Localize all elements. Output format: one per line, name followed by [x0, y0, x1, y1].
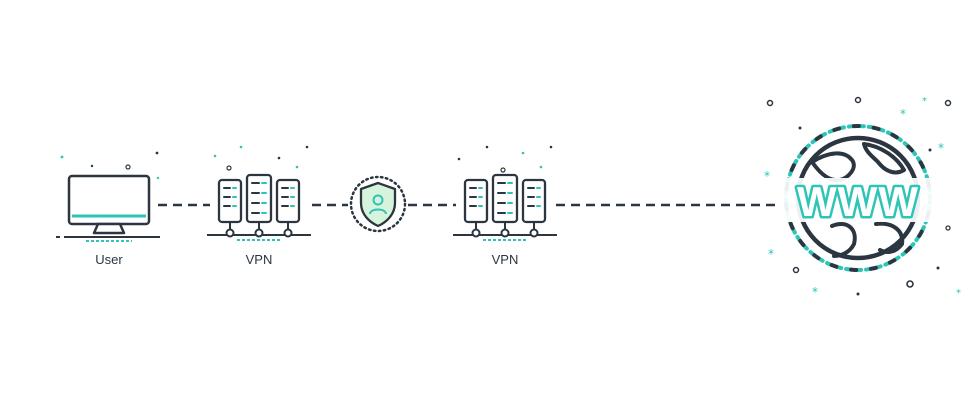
- monitor-icon: [56, 151, 160, 242]
- globe-icon: * * * * * * * WWW: [764, 96, 961, 299]
- monitor-sparkles: [60, 151, 160, 180]
- svg-text:*: *: [764, 169, 770, 183]
- svg-text:*: *: [900, 107, 906, 121]
- svg-text:*: *: [768, 247, 774, 261]
- server-sparkles: [213, 145, 309, 171]
- node-label-vpn-2: VPN: [491, 252, 519, 267]
- svg-text:*: *: [938, 141, 944, 155]
- node-label-user: User: [95, 252, 123, 267]
- globe-sparkles: * * * * * * *: [764, 96, 961, 299]
- node-label-vpn-1: VPN: [245, 252, 273, 267]
- server-sparkles: [457, 145, 553, 173]
- server-rack-icon-2: [453, 145, 557, 241]
- shield-user-icon: [349, 175, 407, 233]
- svg-text:*: *: [922, 96, 927, 107]
- svg-text:*: *: [956, 288, 961, 299]
- server-rack-icon-1: [207, 145, 311, 241]
- svg-text:*: *: [812, 285, 818, 299]
- www-label: WWW: [797, 178, 919, 225]
